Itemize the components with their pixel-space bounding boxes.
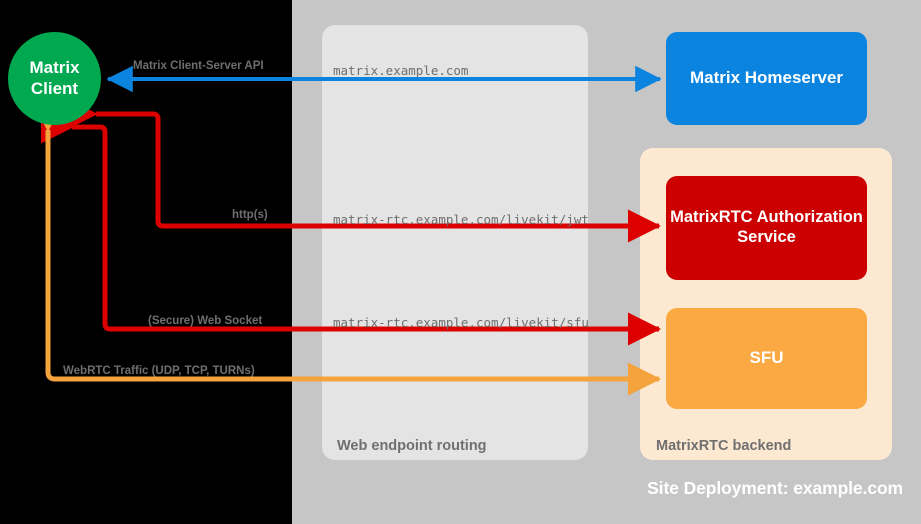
node-matrix-homeserver[interactable]: Matrix Homeserver: [666, 32, 867, 125]
web-endpoint-routing-container: [322, 25, 588, 460]
edge-label-websocket: (Secure) Web Socket: [148, 315, 263, 327]
site-deployment-title: Site Deployment: example.com: [647, 478, 903, 498]
node-matrixrtc-authorization-service[interactable]: MatrixRTC Authorization Service: [666, 176, 867, 280]
node-matrix-client[interactable]: Matrix Client: [8, 32, 101, 125]
endpoint-url-matrix: matrix.example.com: [333, 63, 469, 78]
authorization-service-label: MatrixRTC Authorization Service: [670, 208, 863, 246]
edge-label-matrix-client-server-api: Matrix Client-Server API: [133, 60, 264, 72]
edge-label-https: http(s): [232, 209, 268, 221]
sfu-label: SFU: [749, 348, 784, 368]
web-endpoint-routing-label: Web endpoint routing: [337, 438, 487, 454]
matrix-homeserver-label: Matrix Homeserver: [689, 68, 844, 88]
matrix-client-label-line1: Matrix: [29, 58, 80, 78]
node-sfu[interactable]: SFU: [666, 308, 867, 409]
endpoint-url-livekit-jwt: matrix-rtc.example.com/livekit/jwt: [333, 212, 589, 227]
edge-label-webrtc-traffic: WebRTC Traffic (UDP, TCP, TURNs): [63, 365, 255, 377]
matrixrtc-backend-label: MatrixRTC backend: [656, 438, 792, 454]
matrix-client-label-line2: Client: [30, 78, 79, 98]
endpoint-url-livekit-sfu: matrix-rtc.example.com/livekit/sfu: [333, 315, 589, 330]
